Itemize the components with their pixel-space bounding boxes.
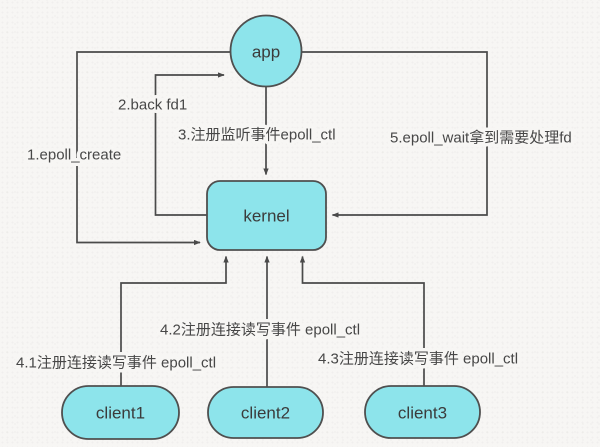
- label-client3-register: 4.3注册连接读写事件 epoll_ctl: [318, 351, 518, 368]
- label-epoll-wait: 5.epoll_wait拿到需要处理fd: [390, 129, 572, 147]
- client3-node: [364, 385, 481, 439]
- label-register-listen: 3.注册监听事件epoll_ctl: [178, 127, 336, 144]
- edge-epoll-create: [76, 51, 230, 246]
- edge-client3-register: [299, 255, 425, 386]
- app-node: [229, 14, 303, 88]
- client1-node: [61, 385, 180, 440]
- app-node-label: app: [252, 43, 280, 62]
- kernel-node-label: kernel: [243, 207, 289, 226]
- edge-back-fd1: [154, 72, 225, 216]
- label-client1-register: 4.1注册连接读写事件 epoll_ctl: [16, 355, 216, 372]
- client3-node-label: client3: [398, 404, 447, 423]
- edge-client1-register: [120, 255, 229, 386]
- kernel-node: [206, 180, 327, 251]
- edge-epoll-wait: [302, 51, 488, 218]
- label-back-fd1: 2.back fd1: [118, 97, 187, 114]
- label-epoll-create: 1.epoll_create: [27, 147, 121, 164]
- client1-node-label: client1: [96, 404, 145, 423]
- client2-node-label: client2: [241, 404, 290, 423]
- label-client2-register: 4.2注册连接读写事件 epoll_ctl: [160, 322, 360, 339]
- client2-node: [207, 386, 324, 439]
